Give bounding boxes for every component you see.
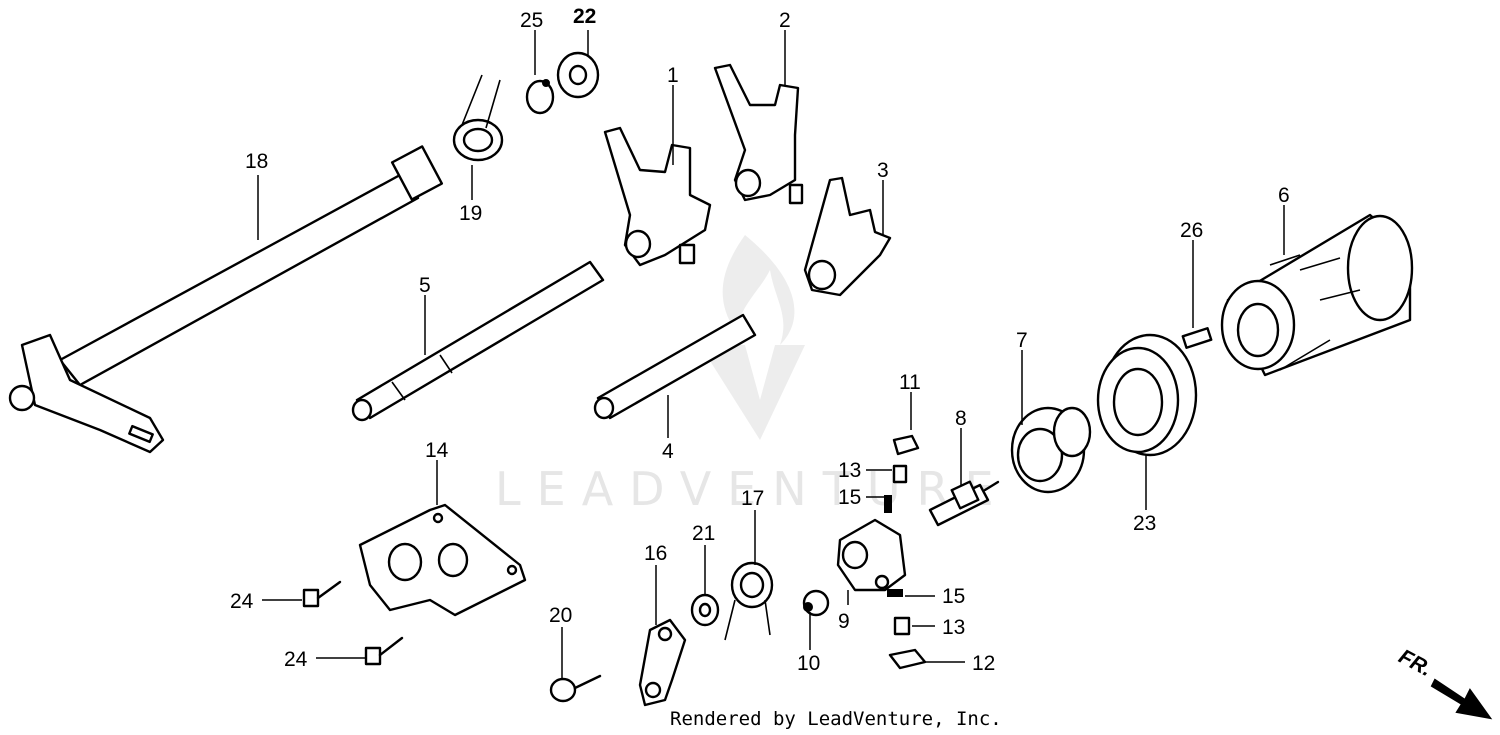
part-6-gearshift-drum[interactable] xyxy=(1220,213,1414,377)
callout-26[interactable]: 26 xyxy=(1180,219,1203,242)
callout-18[interactable]: 18 xyxy=(245,150,268,173)
callout-13-upper[interactable]: 13 xyxy=(838,459,861,482)
part-15-spring-lower[interactable] xyxy=(887,589,903,597)
part-13-pin-upper[interactable] xyxy=(892,464,908,484)
callout-8[interactable]: 8 xyxy=(955,407,967,430)
part-12-roller[interactable] xyxy=(888,648,927,670)
callout-15-upper[interactable]: 15 xyxy=(838,486,861,509)
callout-13-lower[interactable]: 13 xyxy=(942,616,965,639)
callout-15-lower[interactable]: 15 xyxy=(942,585,965,608)
callout-9[interactable]: 9 xyxy=(838,610,850,633)
part-1-shift-fork[interactable] xyxy=(603,126,712,267)
part-3-shift-fork[interactable] xyxy=(803,176,892,297)
callout-24-lower[interactable]: 24 xyxy=(284,648,308,671)
callout-5[interactable]: 5 xyxy=(419,274,431,297)
callout-22[interactable]: 22 xyxy=(573,5,596,28)
callout-3[interactable]: 3 xyxy=(877,159,889,182)
render-credit: Rendered by LeadVenture, Inc. xyxy=(670,708,1002,730)
part-19-return-spring[interactable] xyxy=(452,74,504,162)
part-11-roller[interactable] xyxy=(892,434,920,456)
part-20-bolt[interactable] xyxy=(549,674,602,703)
callout-21[interactable]: 21 xyxy=(692,522,715,545)
part-4-fork-shaft[interactable] xyxy=(593,313,757,420)
leader-lines xyxy=(257,30,1285,680)
callout-19[interactable]: 19 xyxy=(459,202,482,225)
callout-20[interactable]: 20 xyxy=(549,604,572,627)
part-21-washer[interactable] xyxy=(690,593,720,627)
watermark-text: LEADVENTURE xyxy=(495,462,1010,516)
part-23-bearing[interactable] xyxy=(1096,333,1198,457)
callout-14[interactable]: 14 xyxy=(425,439,449,462)
callout-7[interactable]: 7 xyxy=(1016,329,1028,352)
callout-6[interactable]: 6 xyxy=(1278,184,1290,207)
callout-2[interactable]: 2 xyxy=(779,9,791,32)
part-8-pin-bolt[interactable] xyxy=(928,480,1000,527)
part-24-bolt-upper[interactable] xyxy=(302,580,342,608)
callout-23[interactable]: 23 xyxy=(1133,512,1156,535)
part-7-drum-cam[interactable] xyxy=(1010,406,1092,494)
callout-24-upper[interactable]: 24 xyxy=(230,590,254,613)
part-18-gearshift-spindle[interactable] xyxy=(8,145,444,454)
part-24-bolt-lower[interactable] xyxy=(364,636,404,666)
callout-11[interactable]: 11 xyxy=(899,371,921,394)
part-14-stopper-plate[interactable] xyxy=(358,503,527,617)
part-25-circlip[interactable] xyxy=(525,79,555,115)
part-10-collar[interactable] xyxy=(802,589,830,617)
callout-1[interactable]: 1 xyxy=(667,64,679,87)
callout-12[interactable]: 12 xyxy=(972,652,995,675)
direction-label: FR. xyxy=(1395,645,1436,681)
part-15-spring-upper[interactable] xyxy=(884,495,892,513)
part-9-drum-center[interactable] xyxy=(836,518,907,592)
callout-25[interactable]: 25 xyxy=(520,9,543,32)
part-16-stopper-arm[interactable] xyxy=(638,618,687,707)
callout-4[interactable]: 4 xyxy=(662,440,674,463)
leadventure-watermark-logo xyxy=(700,235,805,440)
part-22-washer[interactable] xyxy=(556,51,600,99)
part-17-return-spring[interactable] xyxy=(724,561,774,641)
callout-10[interactable]: 10 xyxy=(797,652,820,675)
part-26-pin[interactable] xyxy=(1181,327,1213,349)
callout-16[interactable]: 16 xyxy=(644,542,667,565)
callout-17[interactable]: 17 xyxy=(741,487,764,510)
part-2-shift-fork[interactable] xyxy=(713,63,804,205)
part-5-fork-shaft[interactable] xyxy=(351,260,605,422)
front-direction-arrow-icon xyxy=(1430,678,1493,720)
part-13-pin-lower[interactable] xyxy=(893,616,911,636)
